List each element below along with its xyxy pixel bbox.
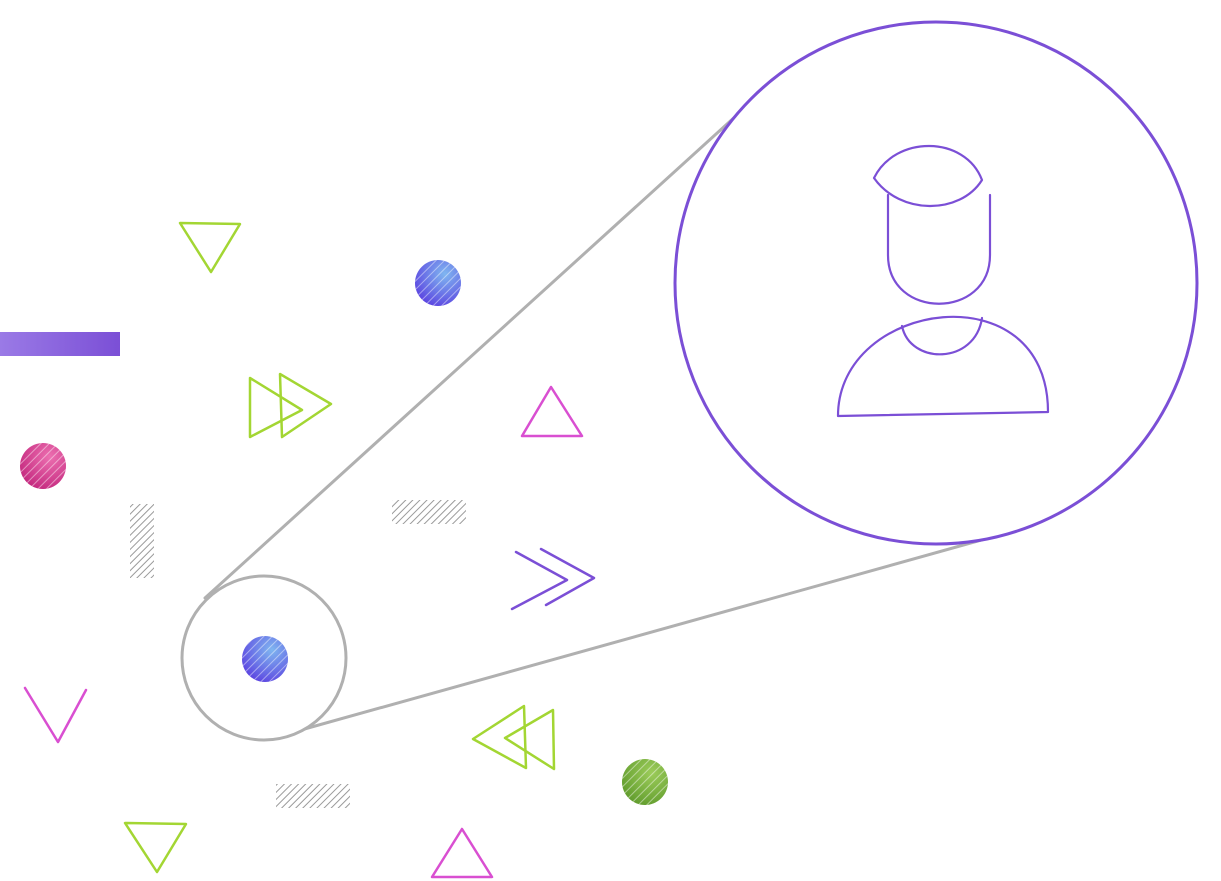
user-collar	[900, 316, 984, 356]
connector-upper-line	[203, 103, 750, 600]
user-head	[886, 193, 992, 305]
user-hair	[872, 145, 984, 207]
ball-blue-lens	[242, 636, 288, 682]
triangle-lime-bottom	[123, 821, 188, 874]
ball-blue-top	[415, 260, 461, 306]
hatched-rect-bottom	[276, 784, 350, 808]
double-chevron-purple-right	[510, 547, 596, 611]
ball-green	[622, 759, 668, 805]
v-shape-magenta	[23, 686, 88, 744]
triangle-lime-top	[178, 221, 242, 274]
double-chevron-lime-left	[471, 704, 556, 771]
triangle-magenta-bottom	[430, 827, 494, 879]
user-profile-icon	[836, 145, 1050, 418]
hatched-rect-vertical	[130, 504, 154, 578]
magnifier-connector	[203, 103, 1012, 737]
hatched-rect-middle	[392, 500, 466, 524]
gradient-bar	[0, 332, 120, 356]
connector-lower-line	[281, 530, 1012, 737]
double-chevron-lime-right	[248, 372, 333, 439]
magnifier-lens-large	[673, 20, 1199, 546]
user-shoulders	[836, 315, 1050, 418]
ball-pink	[20, 443, 66, 489]
triangle-magenta-middle	[520, 385, 584, 438]
